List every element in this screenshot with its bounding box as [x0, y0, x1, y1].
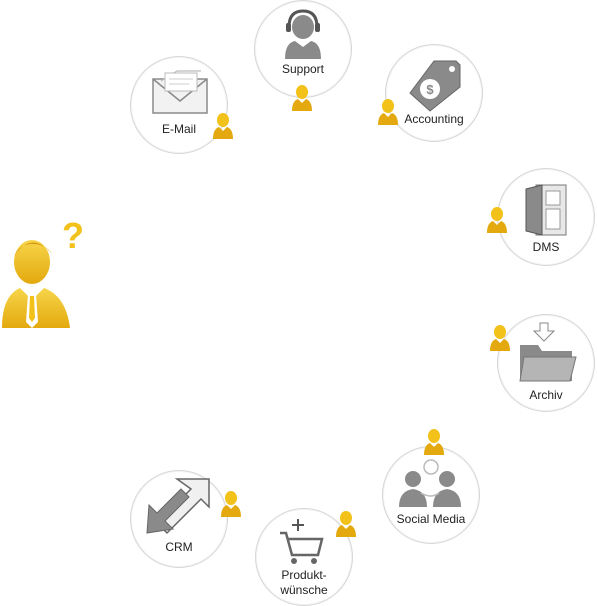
- door-icon: [525, 184, 567, 236]
- node-label-dms: DMS: [532, 240, 560, 254]
- node-label-social-media: Social Media: [396, 512, 466, 526]
- question-mark: ?: [62, 215, 84, 256]
- node-dms[interactable]: DMS: [497, 168, 595, 266]
- envelope-icon: [152, 70, 208, 114]
- shopping-cart-icon: [280, 519, 324, 564]
- person-badge-icon: [490, 325, 510, 351]
- person-badge-icon: [221, 491, 241, 517]
- person-badge-icon: [336, 511, 356, 537]
- node-label-produkt-line2: wünsche: [280, 583, 328, 597]
- node-support[interactable]: Support: [254, 0, 352, 98]
- person-badge-icon: [378, 99, 398, 125]
- person-badge-icon: [487, 207, 507, 233]
- node-label-accounting: Accounting: [404, 112, 464, 126]
- headset-person-icon: [285, 9, 321, 59]
- confused-person-icon: ?: [2, 215, 84, 328]
- person-badge-icon: [424, 429, 444, 455]
- person-badge-icon: [213, 113, 233, 139]
- node-produktwuensche[interactable]: Produkt- wünsche: [255, 508, 353, 606]
- folder-icon: [519, 322, 577, 382]
- people-group-icon: [399, 459, 461, 507]
- node-label-email: E-Mail: [161, 122, 196, 136]
- node-label-crm: CRM: [165, 540, 193, 554]
- node-archiv[interactable]: Archiv: [497, 314, 595, 412]
- svg-text:$: $: [426, 82, 434, 97]
- person-badge-icon: [292, 85, 312, 111]
- node-label-support: Support: [281, 62, 325, 76]
- node-label-archiv: Archiv: [529, 388, 563, 402]
- node-accounting[interactable]: $ Accounting: [385, 44, 483, 142]
- arrows-icon: [146, 478, 210, 535]
- node-email[interactable]: E-Mail: [130, 56, 228, 154]
- node-crm[interactable]: CRM: [130, 470, 228, 568]
- node-label-produkt-line1: Produkt-: [281, 568, 327, 582]
- node-social-media[interactable]: Social Media: [382, 446, 480, 544]
- price-tag-icon: $: [409, 60, 461, 112]
